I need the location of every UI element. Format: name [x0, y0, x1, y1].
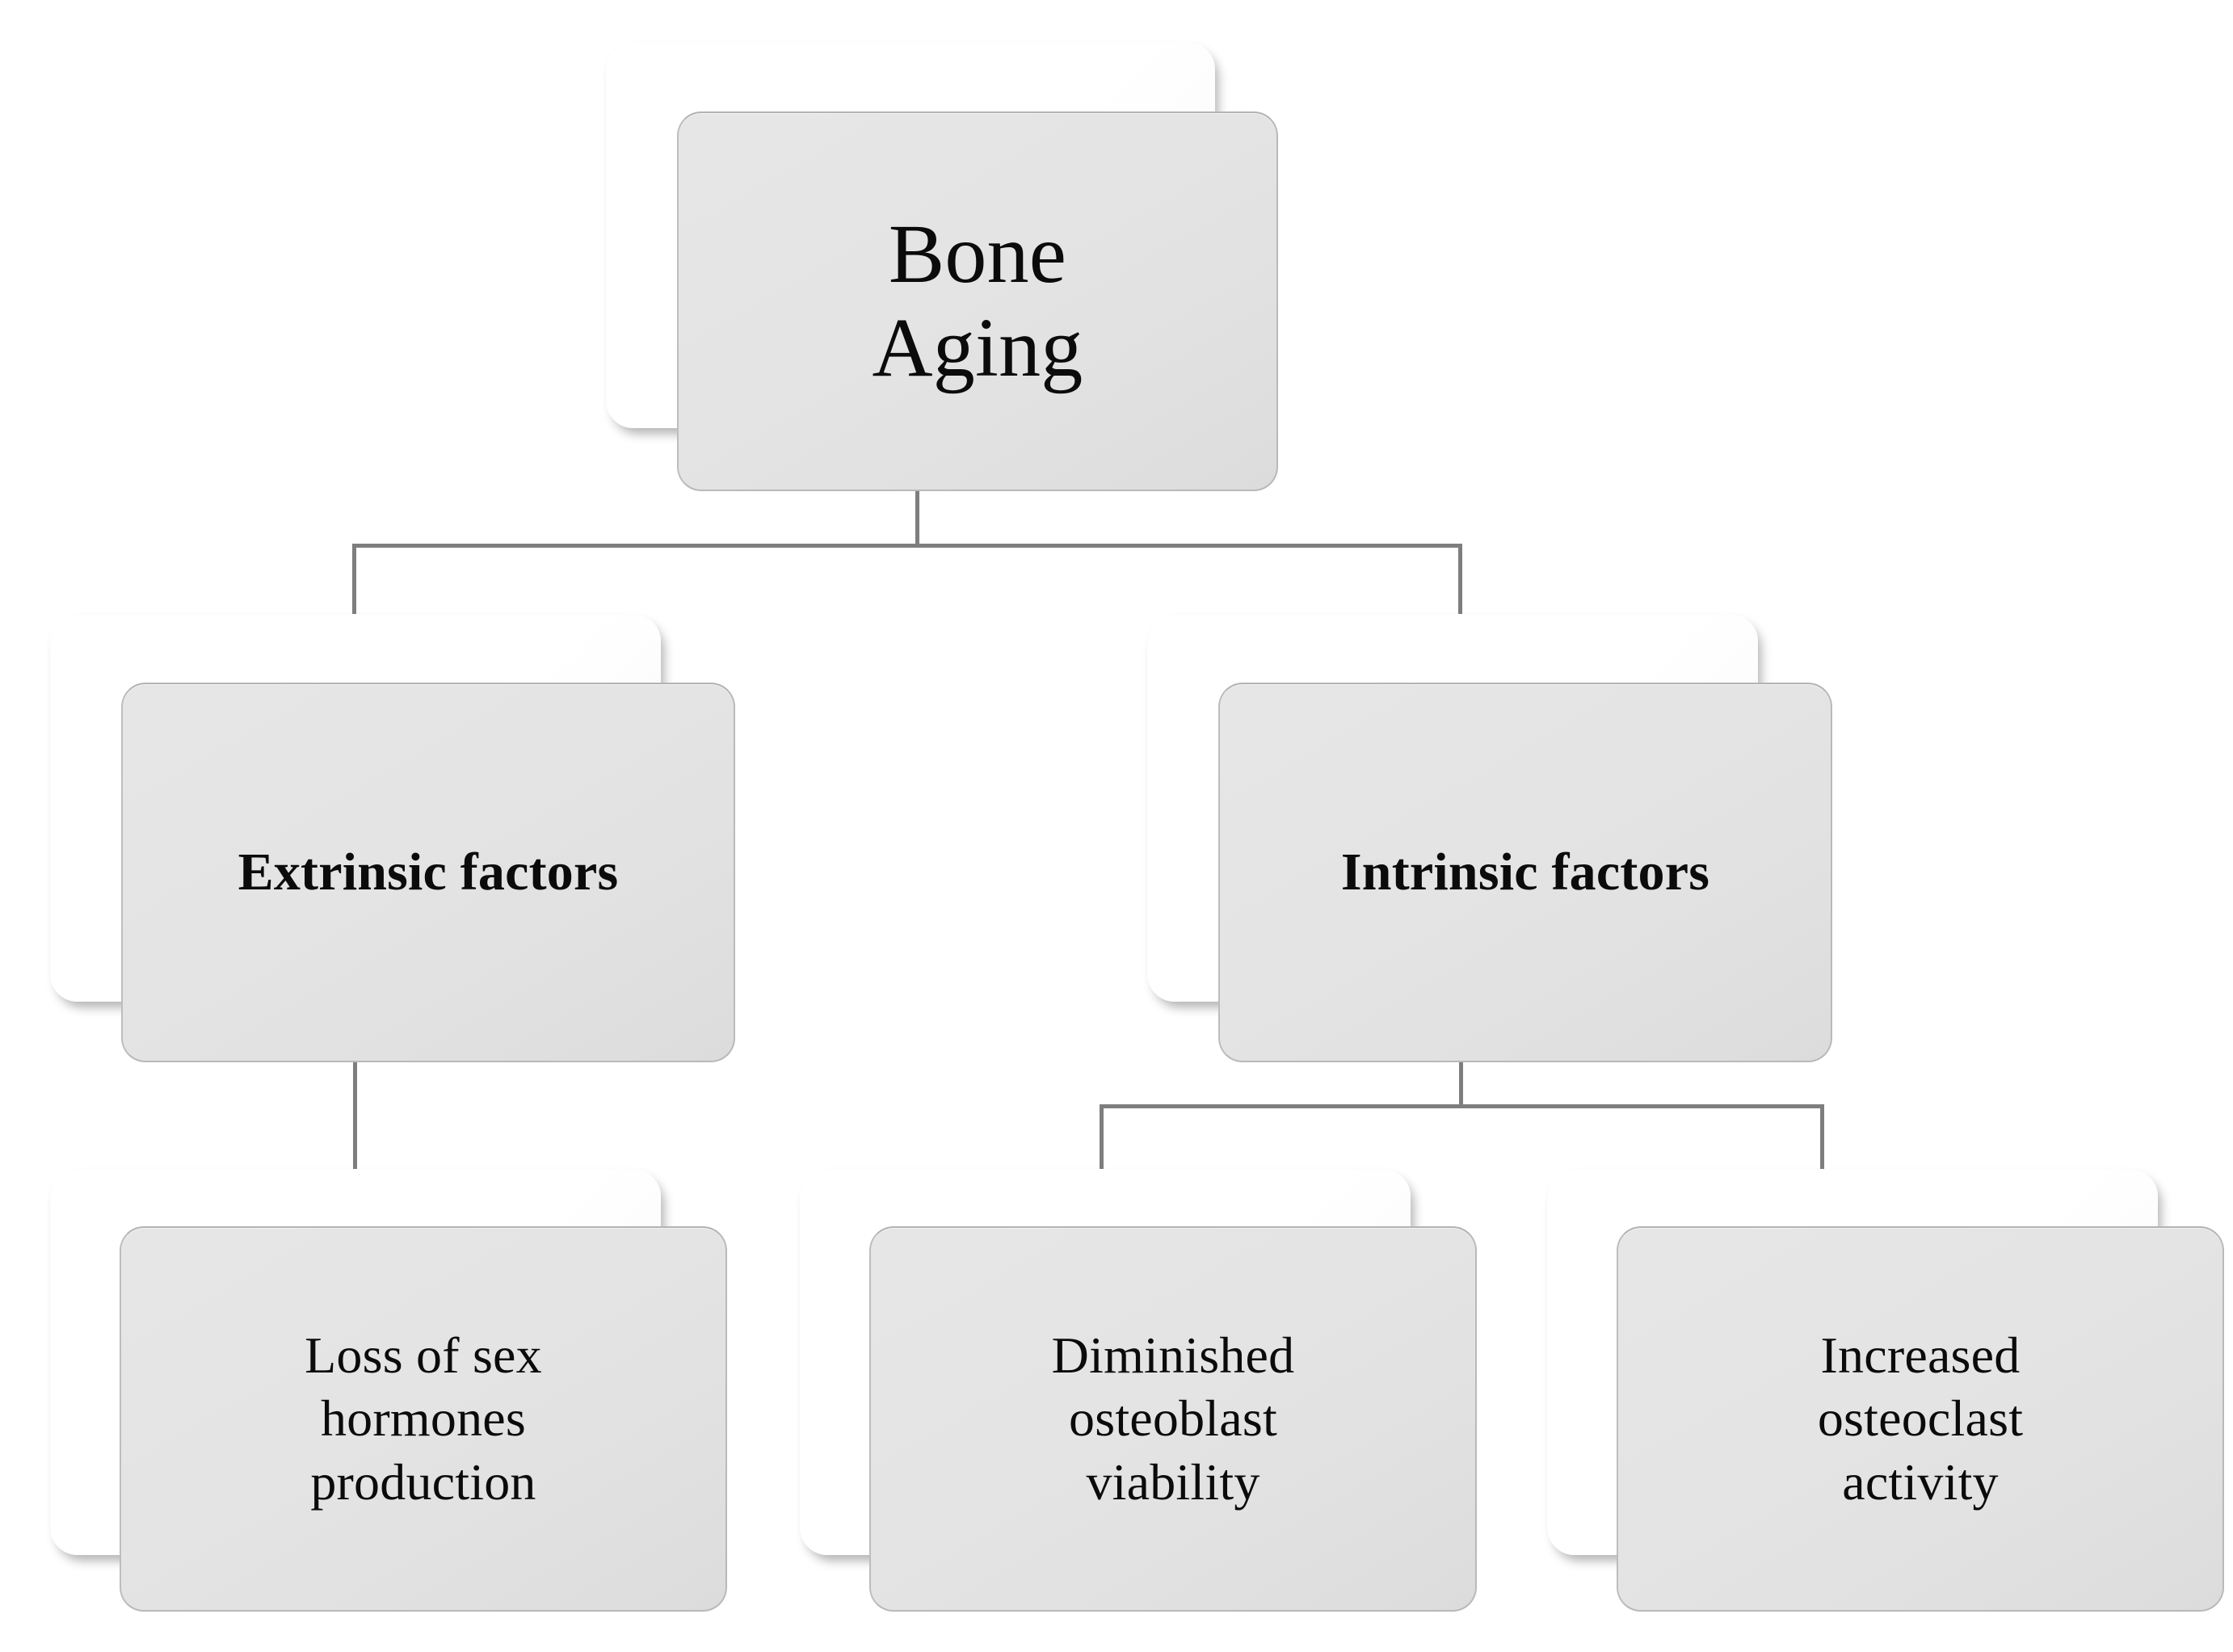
node-increased-osteoclast-activity[interactable]: Increased osteoclast activity	[1547, 1169, 2224, 1612]
connector-root-stem	[915, 488, 919, 548]
node-loss-of-sex-hormones-production[interactable]: Loss of sex hormones production	[50, 1169, 727, 1612]
connector-intrinsic-to-osteoblast	[1100, 1104, 1104, 1174]
node-label-diminished-osteoblast-viability: Diminished osteoblast viability	[1051, 1326, 1295, 1511]
node-label-intrinsic-factors: Intrinsic factors	[1340, 843, 1710, 902]
card-front-layer[interactable]: Loss of sex hormones production	[120, 1226, 727, 1612]
node-label-bone-aging: Bone Aging	[872, 207, 1083, 394]
connector-intrinsic-to-osteoclast	[1820, 1104, 1824, 1174]
node-diminished-osteoblast-viability[interactable]: Diminished osteoblast viability	[800, 1169, 1477, 1612]
card-front-layer[interactable]: Extrinsic factors	[121, 683, 735, 1062]
connector-extrinsic-to-hormones	[353, 1060, 357, 1173]
node-intrinsic-factors[interactable]: Intrinsic factors	[1147, 614, 1832, 1062]
card-front-layer[interactable]: Bone Aging	[677, 111, 1278, 491]
card-front-layer[interactable]: Diminished osteoblast viability	[869, 1226, 1477, 1612]
node-extrinsic-factors[interactable]: Extrinsic factors	[50, 614, 735, 1062]
connector-root-to-intrinsic	[1458, 544, 1462, 616]
node-label-increased-osteoclast-activity: Increased osteoclast activity	[1817, 1326, 2024, 1511]
node-bone-aging[interactable]: Bone Aging	[606, 42, 1278, 491]
connector-intrinsic-stem	[1459, 1060, 1463, 1108]
node-label-loss-of-sex-hormones-production: Loss of sex hormones production	[305, 1326, 542, 1511]
card-front-layer[interactable]: Intrinsic factors	[1218, 683, 1832, 1062]
connector-root-to-extrinsic	[352, 544, 356, 616]
node-label-extrinsic-factors: Extrinsic factors	[238, 843, 619, 902]
connector-intrinsic-bus	[1100, 1104, 1824, 1108]
connector-root-bus	[352, 544, 1462, 548]
card-front-layer[interactable]: Increased osteoclast activity	[1617, 1226, 2224, 1612]
